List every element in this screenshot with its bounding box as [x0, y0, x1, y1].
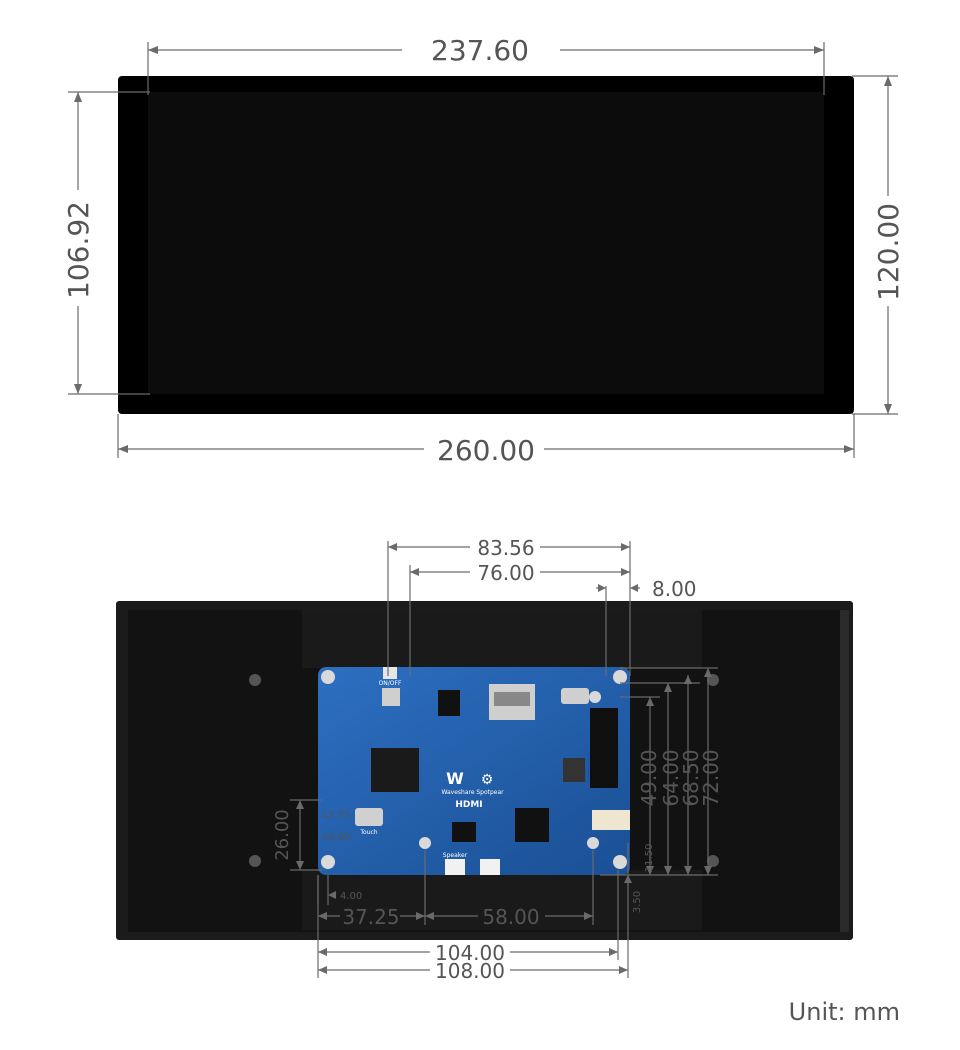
power-switch [383, 667, 397, 679]
back-panel-strip [840, 610, 849, 932]
spotpear-logo: ⚙ [481, 772, 494, 788]
dim-83-56: 83.56 [387, 536, 631, 676]
label-11-50: 11.50 [644, 844, 655, 873]
brand-right-label: Spotpear [476, 789, 504, 796]
label-49-00: 49.00 [637, 749, 661, 806]
label-active-width: 237.60 [431, 34, 529, 67]
label-outer-width: 260.00 [437, 434, 535, 467]
unit-label: Unit: mm [788, 998, 900, 1026]
fpc-connector [480, 859, 500, 875]
dim-104-00: 104.00 [318, 870, 619, 965]
label-37-25: 37.25 [342, 905, 399, 929]
label-8-00: 8.00 [652, 577, 697, 601]
label-3-50: 3.50 [632, 891, 643, 913]
dim-8-00: 8.00 [596, 577, 697, 676]
dim-37-25: 37.25 [317, 850, 426, 978]
hdmi-logo: HDMI [455, 800, 482, 810]
pcb [318, 667, 630, 875]
secondary-chip [515, 808, 549, 842]
label-76-00: 76.00 [477, 561, 534, 585]
dim-outer-width: 260.00 [117, 414, 855, 467]
panel-standoff [249, 674, 261, 686]
speaker-label: Speaker [443, 852, 468, 859]
back-tape-top [302, 610, 702, 668]
power-switch-label: ON/OFF [379, 680, 402, 687]
dim-active-height: 106.92 [62, 91, 150, 395]
dim-3-50: 3.50 [624, 875, 643, 913]
label-outer-height: 120.00 [872, 203, 905, 301]
mount-hole [321, 855, 335, 869]
mount-hole [321, 670, 335, 684]
label-104-00: 104.00 [435, 941, 505, 965]
dim-active-width: 237.60 [147, 34, 825, 95]
front-view: 237.60 106.92 120.00 [62, 34, 905, 467]
main-chip [371, 748, 419, 792]
label-72-00: 72.00 [699, 749, 723, 806]
usb-touch-port [355, 808, 383, 826]
dim-58-00: 58.00 [425, 850, 594, 929]
touch-label: Touch [359, 829, 377, 836]
small-chip [452, 822, 476, 842]
front-active-area [148, 92, 824, 394]
back-view: ON/OFF Touch Speaker [116, 536, 853, 983]
speaker-connector [445, 859, 465, 875]
label-4-00: 4.00 [340, 891, 362, 902]
mount-hole [589, 691, 601, 703]
driver-board: ON/OFF Touch Speaker [318, 667, 630, 875]
panel-standoff [249, 855, 261, 867]
mount-hole [587, 837, 599, 849]
mount-hole [613, 855, 627, 869]
audio-jack [438, 690, 460, 716]
dim-verticals-right: 49.00 64.00 68.50 72.00 [600, 667, 723, 876]
inductor [563, 758, 585, 782]
reset-button [382, 688, 400, 706]
mount-hole [613, 670, 627, 684]
ribbon-stub [592, 810, 630, 830]
usb-power-port [561, 688, 589, 704]
label-26-00: 26.00 [272, 809, 293, 861]
label-active-height: 106.92 [62, 201, 95, 299]
back-tape-bottom [302, 870, 702, 930]
dim-11-50: 11.50 [627, 843, 655, 875]
dim-outer-height: 120.00 [852, 75, 905, 415]
side-connector [590, 708, 618, 788]
label-64-00: 64.00 [659, 749, 683, 806]
waveshare-logo: W [446, 769, 464, 788]
panel-standoff [707, 855, 719, 867]
label-83-56: 83.56 [477, 536, 534, 560]
label-68-50: 68.50 [679, 749, 703, 806]
label-12-75: 12.75 [322, 810, 351, 821]
brand-left-label: Waveshare [441, 789, 474, 796]
mount-hole [419, 837, 431, 849]
label-108-00: 108.00 [435, 959, 505, 983]
label-10-00: 10.00 [322, 832, 351, 843]
dim-108-00: 108.00 [318, 898, 629, 983]
dim-76-00: 76.00 [409, 561, 630, 676]
label-58-00: 58.00 [482, 905, 539, 929]
dim-left-small: 26.00 12.75 10.00 4.00 [272, 799, 362, 905]
hdmi-port-inner [494, 692, 530, 706]
